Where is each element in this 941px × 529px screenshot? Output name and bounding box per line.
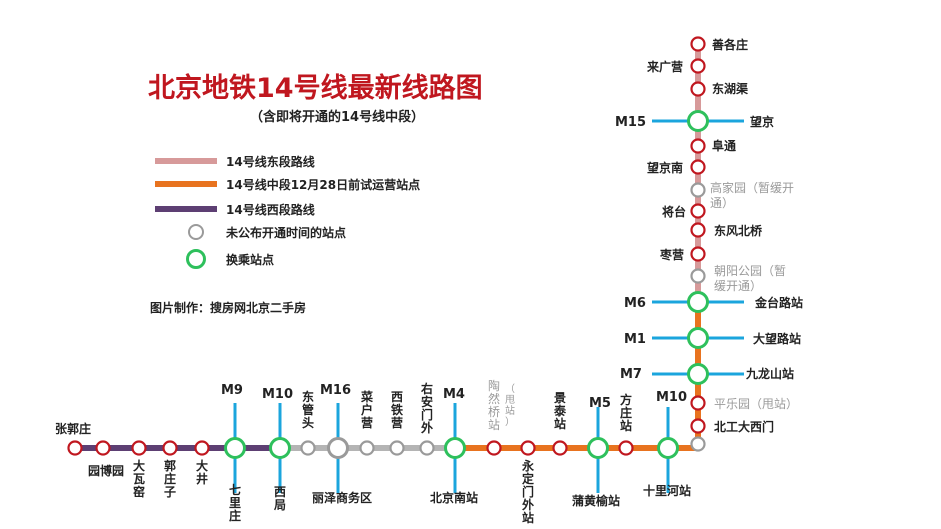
station-label-dongfengbeiqiao: 东风北桥 [714, 223, 763, 238]
station-label-yuanboyuan: 园博园 [88, 463, 124, 478]
station-label-xitieying: 西铁营 [391, 390, 403, 430]
transfer-station-xiju [269, 437, 291, 459]
station-marker-unscheduled [389, 440, 405, 456]
station-label-qilizhuang: 七里庄 [229, 483, 241, 523]
station-label-pingleyuan: 平乐园（甩站） [714, 397, 798, 411]
station-label-wangjing: 望京 [750, 114, 774, 129]
station-label-guozhuangzi: 郭庄子 [164, 458, 176, 499]
line-tag-m10-west: M10 [262, 387, 293, 402]
line-tag-m6: M6 [624, 296, 646, 311]
station-marker-unscheduled [690, 436, 706, 452]
station-marker-unscheduled [359, 440, 375, 456]
legend-green-circle-icon [186, 249, 206, 269]
station-label-beigongda: 北工大西门 [714, 419, 774, 434]
station-label-gaojiayuan: 高家园（暂缓开 [710, 180, 794, 195]
station-label-beijingnan: 北京南站 [430, 490, 478, 505]
map-subtitle: （含即将开通的14号线中段） [250, 110, 425, 125]
transfer-station-shilihe [657, 437, 679, 459]
station-label-fangzhuang: 方庄站 [620, 392, 632, 433]
station-marker [131, 440, 147, 456]
legend-east-label: 14号线东段路线 [226, 155, 315, 169]
station-marker [162, 440, 178, 456]
line-tag-m4: M4 [443, 387, 465, 402]
legend-west-label: 14号线西段路线 [226, 203, 315, 217]
line-tag-m9: M9 [221, 383, 243, 398]
line-tag-m7: M7 [620, 367, 642, 382]
legend-west-swatch [155, 206, 217, 212]
station-marker [690, 418, 706, 434]
station-label-shangezhuang: 善各庄 [712, 37, 748, 52]
station-marker [690, 138, 706, 154]
legend-middle-swatch [155, 181, 217, 187]
station-marker [194, 440, 210, 456]
transfer-station-dawanglu [687, 327, 709, 349]
station-marker [552, 440, 568, 456]
station-label-jintailu: 金台路站 [754, 295, 803, 310]
station-label-youanmenwai: 右安门外 [420, 381, 433, 435]
station-label-zaoying: 枣营 [659, 247, 684, 262]
station-label-jingtai: 景泰站 [553, 391, 567, 431]
line-tag-m1: M1 [624, 332, 646, 347]
station-label-taoranqiao: 陶然桥站 [488, 378, 500, 432]
map-credit: 图片制作：搜房网北京二手房 [150, 301, 307, 315]
legend-east-swatch [155, 158, 217, 164]
station-label-xiju: 西局 [274, 485, 286, 512]
station-marker [690, 203, 706, 219]
transfer-station-puhuangyu [587, 437, 609, 459]
station-label-chaoyanggongyuan-cont: 缓开通） [714, 279, 762, 293]
station-marker-unscheduled [690, 268, 706, 284]
station-label-chaoyanggongyuan: 朝阳公园（暂 [714, 264, 786, 278]
station-label-lize: 丽泽商务区 [312, 490, 372, 505]
station-marker [690, 159, 706, 175]
station-marker [690, 81, 706, 97]
station-marker [690, 395, 706, 411]
transfer-station-qilizhuang [224, 437, 246, 459]
station-marker [95, 440, 111, 456]
transfer-station-jintailu [687, 291, 709, 313]
map-title: 北京地铁14号线最新线路图 [148, 73, 483, 104]
legend-transfer-label: 换乘站点 [226, 253, 275, 267]
station-label-caihuying: 菜户营 [360, 389, 373, 430]
legend-middle-label: 14号线中段12月28日前试运营站点 [226, 178, 421, 192]
station-label-laiguangying: 来广营 [646, 59, 683, 74]
line-tag-m16: M16 [320, 383, 351, 398]
station-marker [67, 440, 83, 456]
station-label-dongguantou: 东管头 [302, 389, 314, 430]
legend-gray-circle-icon [188, 224, 204, 240]
station-label-zhangguozhuang: 张郭庄 [55, 421, 91, 436]
station-label-wangjingnan: 望京南 [647, 160, 683, 175]
station-marker [690, 222, 706, 238]
station-marker [690, 58, 706, 74]
station-label-donghuqu: 东湖渠 [712, 81, 748, 96]
station-marker-unscheduled [690, 182, 706, 198]
station-marker [690, 36, 706, 52]
station-marker [690, 246, 706, 262]
line-tag-m15: M15 [615, 115, 646, 130]
station-marker [618, 440, 634, 456]
station-label-yongdingmenwai: 永定门外站 [521, 458, 534, 525]
station-label-jiangtai: 将台 [662, 204, 686, 219]
transfer-station-beijingnan [444, 437, 466, 459]
station-marker [520, 440, 536, 456]
station-marker-unscheduled [419, 440, 435, 456]
station-label-gaojiayuan-cont: 通） [710, 196, 734, 210]
transfer-station-jiulongshan [687, 363, 709, 385]
station-label-dawayao: 大瓦窑 [133, 458, 145, 499]
station-label-jiulongshan: 九龙山站 [745, 366, 794, 381]
line-tag-m5: M5 [589, 396, 611, 411]
station-marker-unscheduled [300, 440, 316, 456]
station-label-taoranqiao-note: （甩站） [505, 383, 515, 428]
station-label-puhuangyu: 蒲黄榆站 [572, 493, 620, 508]
station-marker [486, 440, 502, 456]
station-label-shilihe: 十里河站 [643, 483, 691, 498]
line-tag-m10-east: M10 [656, 390, 687, 405]
legend-unscheduled-label: 未公布开通时间的站点 [226, 226, 347, 240]
station-label-dajing: 大井 [196, 458, 208, 486]
transfer-station-wangjing [687, 110, 709, 132]
station-label-futong: 阜通 [712, 138, 736, 153]
station-label-dawanglu: 大望路站 [753, 331, 801, 346]
transfer-station-lize [327, 437, 349, 459]
